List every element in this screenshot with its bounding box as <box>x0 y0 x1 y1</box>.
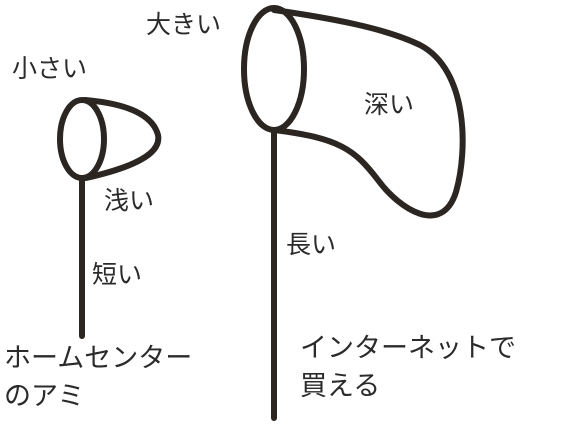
small-net-hoop <box>57 97 107 181</box>
small-handle-label: 短い <box>92 260 143 289</box>
small-caption-line-2: のアミ <box>4 381 85 412</box>
large-net-bag <box>271 7 466 219</box>
large-size-label: 大きい <box>146 10 222 39</box>
large-caption-line-1: インターネットで <box>300 333 516 364</box>
small-caption-line-1: ホームセンター <box>4 343 193 374</box>
large-net-caption: インターネットで 買える <box>300 330 516 406</box>
small-net-caption: ホームセンター のアミ <box>4 340 192 416</box>
large-depth-label: 深い <box>364 90 415 119</box>
small-size-label: 小さい <box>12 54 88 83</box>
large-handle-label: 長い <box>286 230 337 259</box>
small-net-illustration <box>57 97 162 339</box>
large-net-hoop <box>241 5 307 133</box>
large-net-illustration <box>241 5 466 421</box>
large-caption-line-2: 買える <box>300 371 381 402</box>
small-depth-label: 浅い <box>104 186 155 215</box>
small-net-bag <box>82 97 162 181</box>
